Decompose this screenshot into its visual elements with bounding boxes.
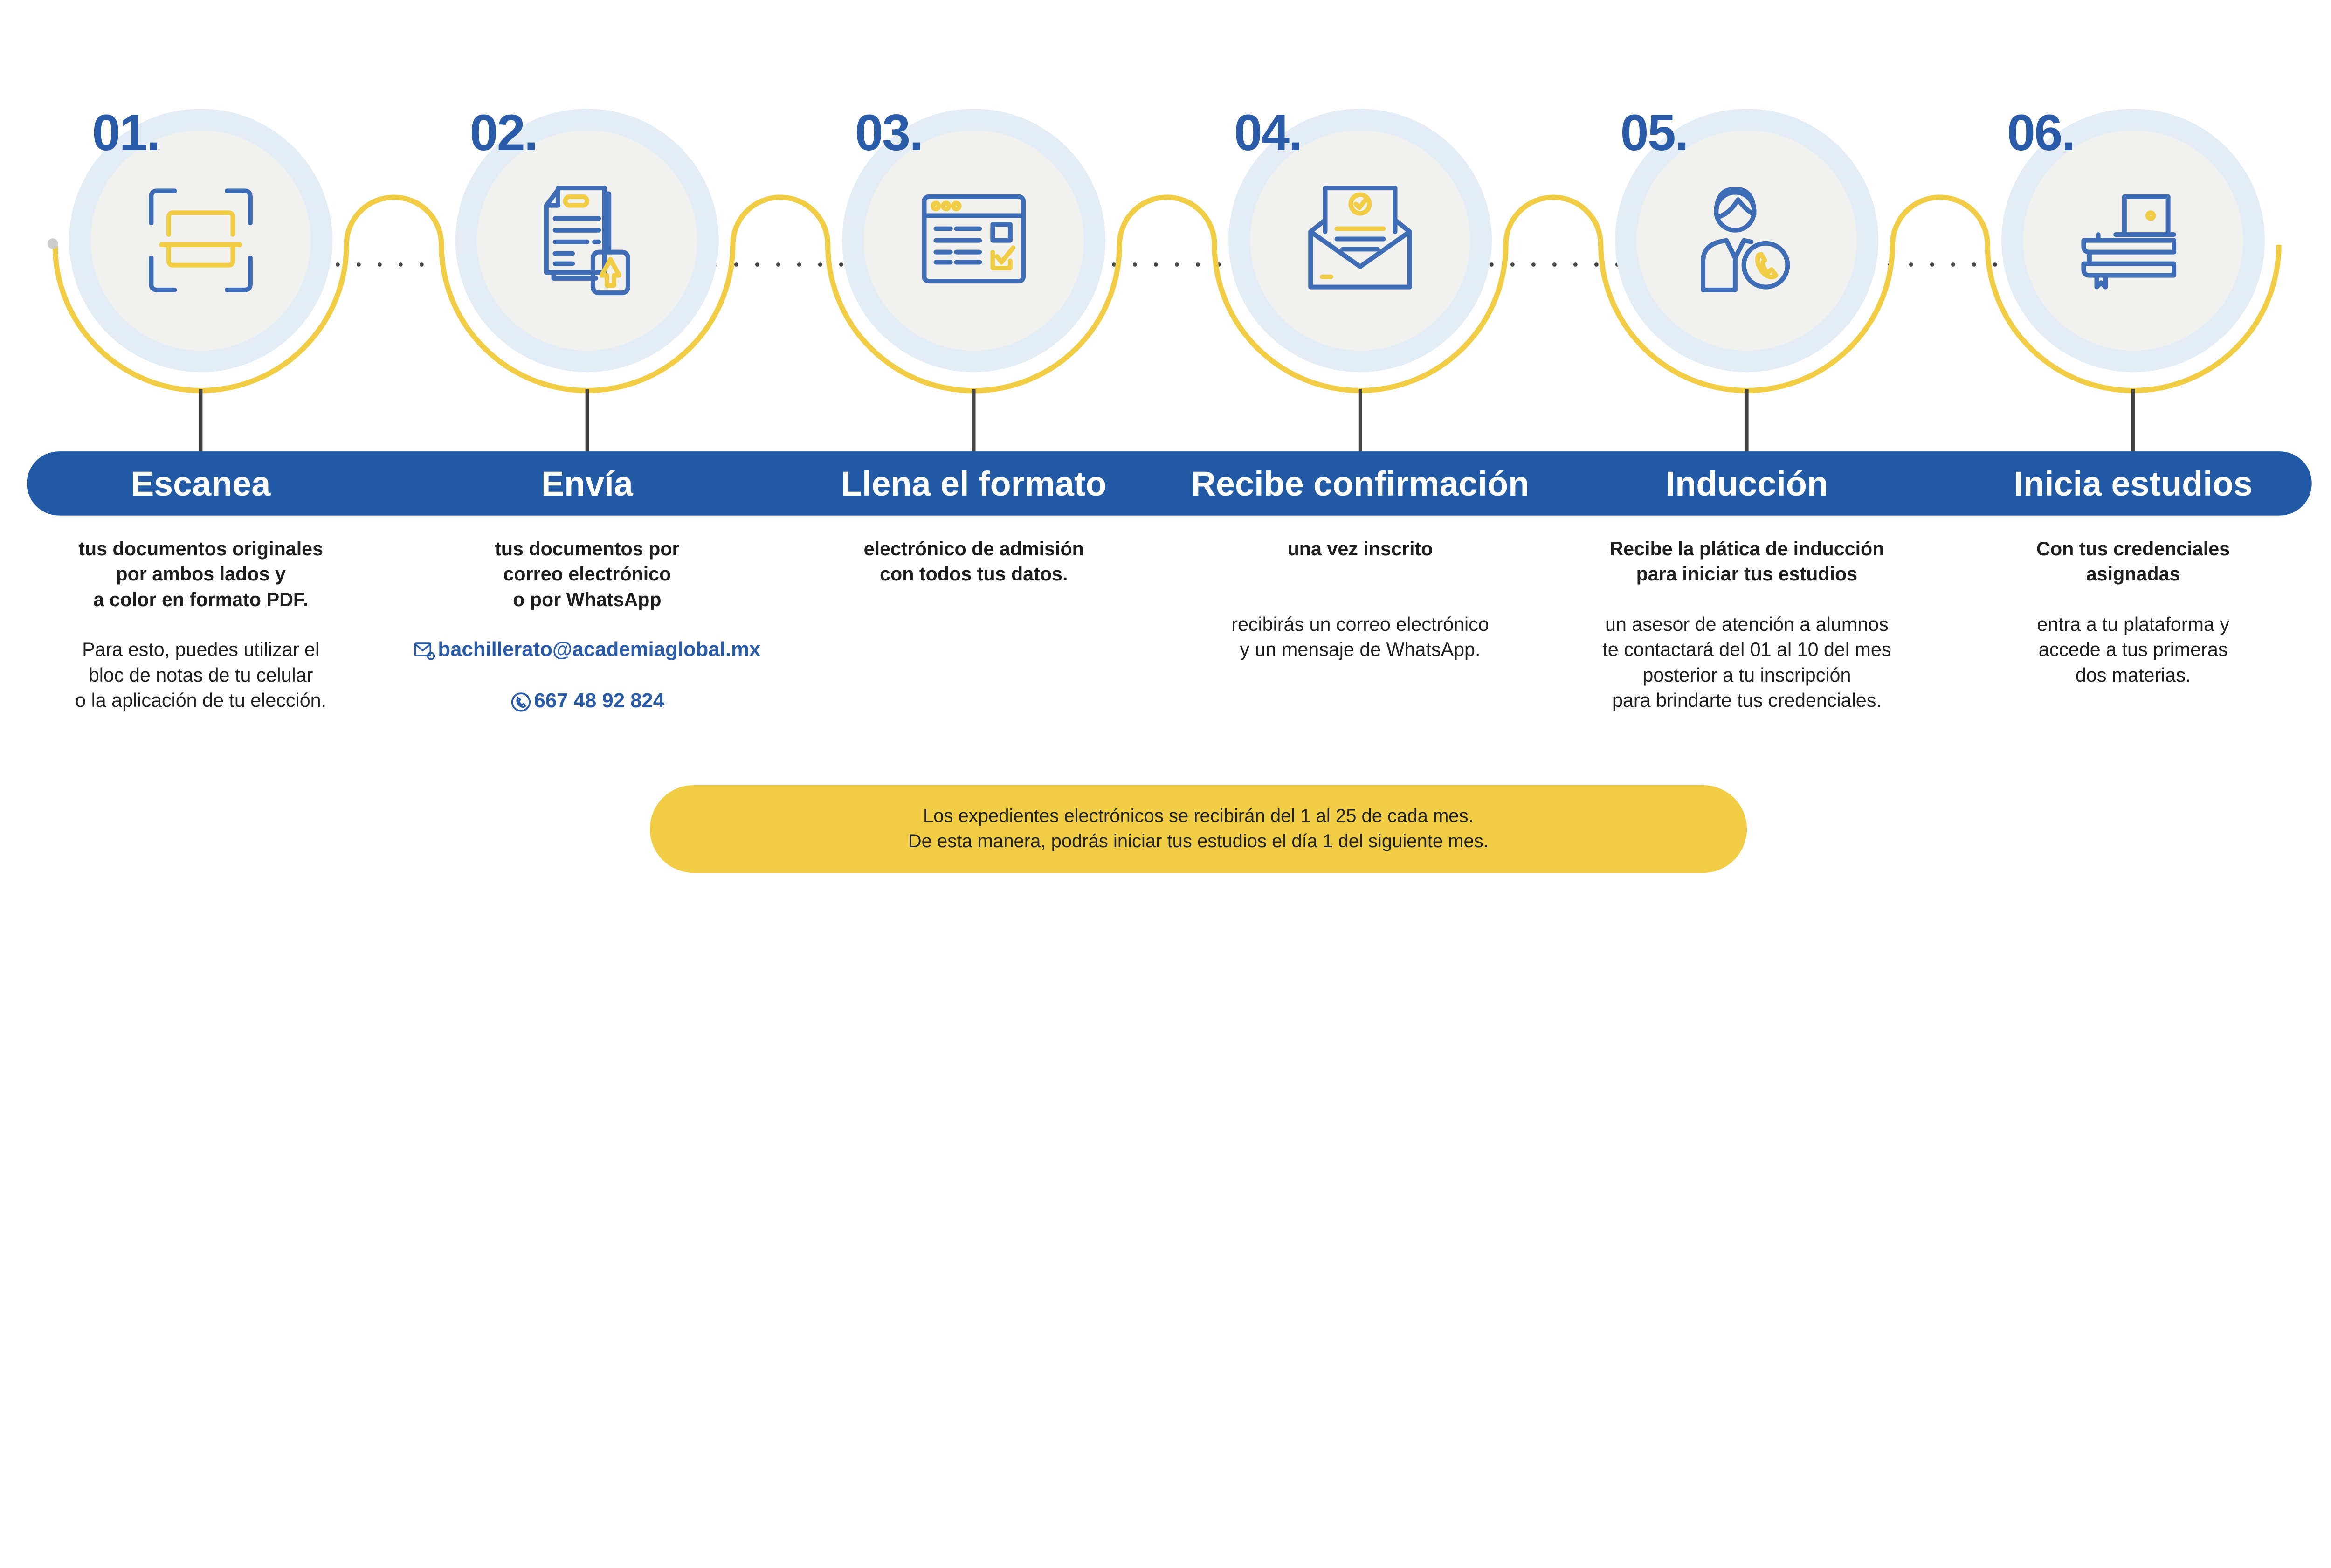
step-title: Llena el formato [841, 464, 1107, 503]
step-lead-text: una vez inscrito [1287, 538, 1433, 560]
wave-start-dot [47, 238, 58, 249]
step-title: Escanea [131, 464, 271, 503]
email-icon [414, 642, 435, 660]
step-number: 05. [1620, 104, 1689, 162]
schedule-note-text: Los expedientes electrónicos se recibirá… [908, 805, 1489, 851]
step-title: Recibe confirmación [1191, 464, 1530, 503]
step-title-bar [27, 451, 2312, 516]
email-address[interactable]: bachillerato@academiaglobal.mx [438, 638, 761, 661]
step-lead-text: tus documentos originales por ambos lado… [78, 538, 324, 610]
step-number: 01. [92, 104, 161, 162]
process-diagram [27, 109, 2312, 516]
yellow-wave-line [52, 194, 2282, 394]
step-detail-text: Para esto, puedes utilizar el bloc de no… [75, 639, 327, 711]
step-detail-text: recibirás un correo electrónico y un men… [1231, 613, 1489, 661]
phone-number[interactable]: 667 48 92 824 [534, 689, 665, 712]
phone-link[interactable]: 667 48 92 824 [383, 688, 791, 713]
step-lead-text: tus documentos por correo electrónico o … [495, 538, 680, 610]
step-number: 06. [2007, 104, 2076, 162]
books-laptop-icon [2081, 194, 2177, 290]
step-detail-text: un asesor de atención a alumnos te conta… [1602, 613, 1891, 711]
schedule-note: Los expedientes electrónicos se recibirá… [649, 785, 1747, 873]
step-lead-text: Con tus credenciales asignadas [2036, 538, 2230, 585]
email-link[interactable]: bachillerato@academiaglobal.mx [383, 637, 791, 662]
step-number: 02. [469, 104, 538, 162]
step-detail-text: entra a tu plataforma y accede a tus pri… [2037, 613, 2229, 686]
step-title: Envía [541, 464, 633, 503]
step-lead-text: Recibe la plática de inducción para inic… [1609, 538, 1884, 585]
scan-icon [149, 188, 253, 292]
form-window-icon [922, 194, 1026, 284]
step-title: Inicia estudios [2014, 464, 2253, 503]
step-title: Inducción [1665, 464, 1828, 503]
envelope-check-icon [1308, 186, 1412, 290]
phone-icon [511, 692, 531, 712]
advisor-phone-icon [1701, 187, 1790, 292]
step-number: 03. [855, 104, 924, 162]
step-number: 04. [1234, 104, 1303, 162]
step-circle-inner [90, 130, 311, 351]
document-upload-icon [544, 186, 630, 296]
step-lead-text: electrónico de admisión con todos tus da… [863, 538, 1084, 585]
